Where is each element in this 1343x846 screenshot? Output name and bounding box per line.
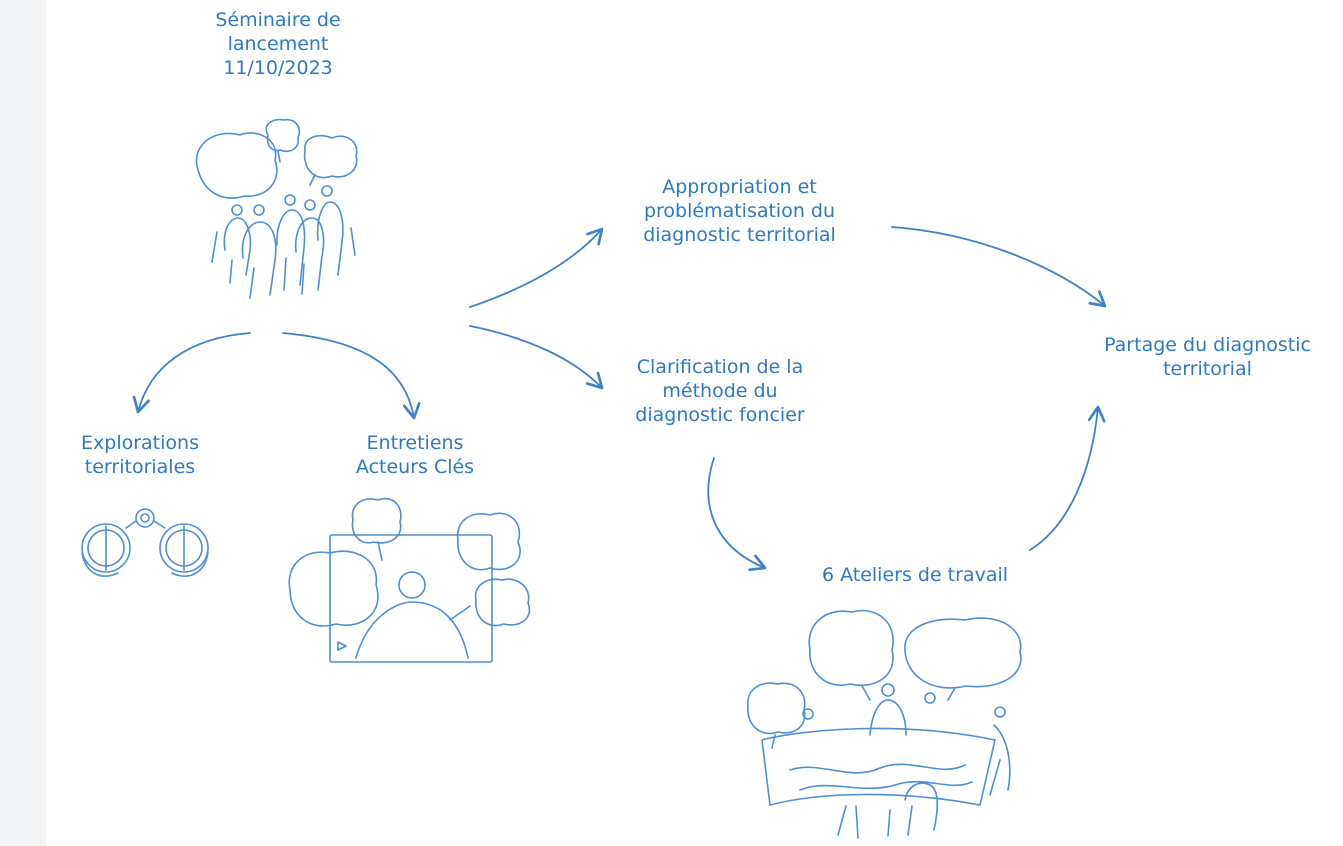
node-appropriation-line-3: diagnostic territorial: [643, 224, 836, 246]
node-clarification-line-1: Clarification de la: [636, 356, 804, 378]
node-partage-du-diagnostic: Partage du diagnostic territorial: [1075, 333, 1340, 381]
node-partage-line-1: Partage du diagnostic: [1104, 334, 1311, 356]
arrow-ateliers-to-partage: [1029, 405, 1106, 551]
node-partage-line-2: territorial: [1163, 358, 1252, 380]
node-entretiens-line-2: Acteurs Clés: [355, 456, 475, 478]
node-appropriation-problematisation: Appropriation et problématisation du dia…: [612, 175, 867, 247]
node-explorations-line-2: territoriales: [84, 456, 196, 478]
node-seminaire-date: 11/10/2023: [223, 57, 333, 79]
node-ateliers-de-travail: 6 Ateliers de travail: [785, 563, 1045, 587]
arrow-seminar-to-explorations: [132, 332, 251, 414]
binoculars-icon: [81, 508, 209, 577]
node-appropriation-line-1: Appropriation et: [662, 176, 817, 198]
node-clarification-line-3: diagnostic foncier: [635, 404, 805, 426]
arrow-to-clarification: [469, 325, 604, 390]
node-explorations-line-1: Explorations: [81, 432, 199, 454]
video-call-with-speech-bubbles-icon: [288, 497, 531, 663]
node-seminaire-line-2: lancement: [227, 33, 329, 55]
arrow-to-appropriation: [469, 227, 604, 308]
node-seminaire-line-1: Séminaire de: [215, 9, 341, 31]
node-ateliers-line-1: 6 Ateliers de travail: [821, 564, 1009, 586]
node-clarification-methode: Clarification de la méthode du diagnosti…: [600, 355, 840, 427]
node-clarification-line-2: méthode du: [662, 380, 778, 402]
node-entretiens-acteurs-cles: Entretiens Acteurs Clés: [325, 431, 505, 479]
arrow-seminar-to-entretiens: [282, 332, 421, 420]
arrow-clarification-to-ateliers: [707, 457, 767, 572]
workshop-around-map-table-icon: [747, 609, 1022, 839]
node-entretiens-line-1: Entretiens: [366, 432, 464, 454]
group-with-speech-bubbles-icon: [195, 118, 358, 299]
arrow-appropriation-to-partage: [891, 226, 1107, 308]
node-appropriation-line-2: problématisation du: [643, 200, 836, 222]
left-margin-band: [0, 0, 46, 846]
node-explorations-territoriales: Explorations territoriales: [50, 431, 230, 479]
node-seminaire-de-lancement: Séminaire de lancement 11/10/2023: [178, 8, 378, 80]
